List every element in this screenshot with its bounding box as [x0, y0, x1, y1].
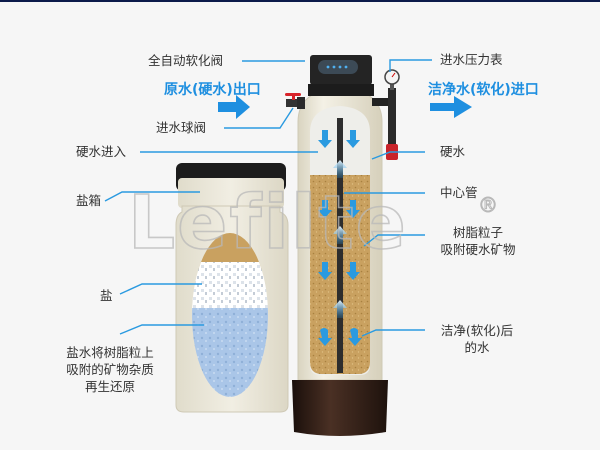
inlet-flow-arrow-icon [430, 96, 472, 118]
outlet-flow-arrow-icon [218, 95, 250, 119]
label-brine-line1: 盐水将树脂粒上 [66, 345, 154, 360]
label-resin-line1: 树脂粒子 [452, 225, 503, 240]
brine-tank [175, 163, 289, 413]
label-resin-line2: 吸附硬水矿物 [440, 242, 516, 257]
tank-base [292, 380, 388, 436]
label-soft-water: 洁净(软化)后 的水 [432, 322, 522, 356]
inlet-title: 洁净水(软化)进口 [428, 82, 539, 98]
pressure-gauge-assembly [372, 69, 400, 160]
label-pressure-gauge: 进水压力表 [440, 52, 503, 67]
label-resin: 树脂粒子 吸附硬水矿物 [428, 224, 528, 258]
label-inlet-ball-valve: 进水球阀 [156, 120, 207, 135]
salt-layer [192, 262, 268, 310]
label-control-valve: 全自动软化阀 [148, 53, 224, 68]
up-flow-arrows [333, 160, 347, 318]
center-pipe [337, 118, 343, 373]
down-flow-arrows [318, 130, 362, 346]
resin-tank [292, 87, 388, 436]
label-brine-regeneration: 盐水将树脂粒上 吸附的矿物杂质 再生还原 [50, 344, 170, 395]
outlet-title: 原水(硬水)出口 [164, 82, 261, 98]
control-valve-head [308, 55, 374, 96]
label-brine-line3: 再生还原 [84, 379, 135, 394]
top-border [0, 0, 600, 2]
label-hard-water: 硬水 [440, 144, 466, 159]
label-brine-tank: 盐箱 [76, 193, 102, 208]
label-soft-water-line1: 洁净(软化)后 [440, 323, 514, 338]
label-soft-water-line2: 的水 [464, 340, 490, 355]
inlet-ball-valve [285, 93, 305, 109]
flow-arrows [218, 95, 472, 119]
label-hard-water-in: 硬水进入 [76, 144, 127, 159]
leader-lines [104, 59, 432, 337]
label-salt: 盐 [100, 288, 113, 303]
label-center-pipe: 中心管 [440, 185, 478, 200]
label-brine-line2: 吸附的矿物杂质 [66, 362, 154, 377]
